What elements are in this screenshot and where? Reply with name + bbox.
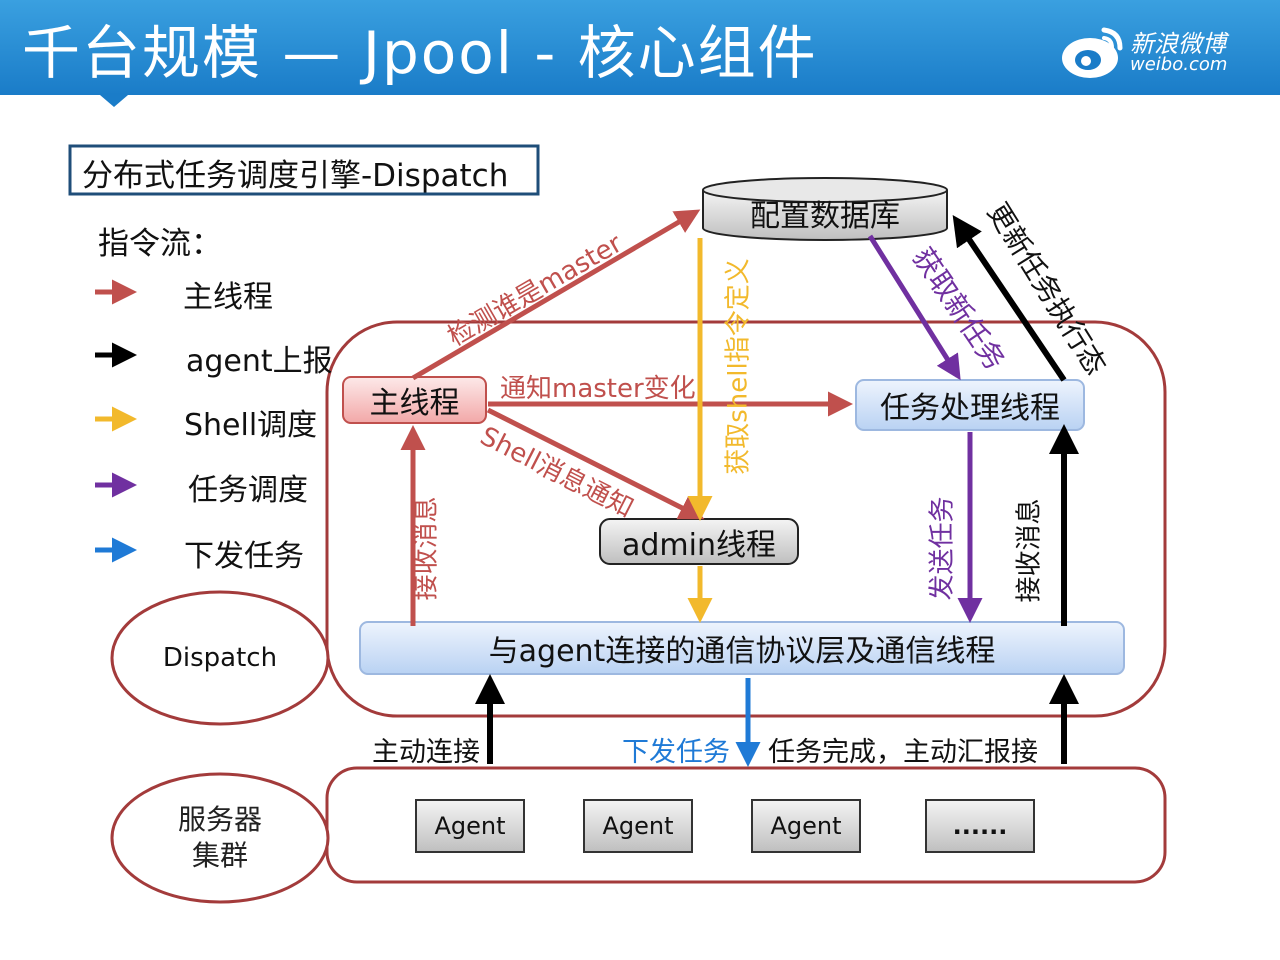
agent-label: Agent [602,812,674,840]
label-recv-left: 接收消息 [411,496,442,601]
label-recv-right: 接收消息 [1014,498,1045,603]
title-bar-notch [100,95,128,107]
label-get-shell: 获取shell指令定义 [723,258,754,475]
config-db-label: 配置数据库 [750,199,900,234]
cluster-ellipse [110,772,330,904]
label-send-task: 发送任务 [927,496,958,601]
arrow-update-status [952,215,1067,382]
agent-box [583,799,693,853]
agent-label: ...... [952,812,1008,840]
config-db-node [702,177,948,241]
arrow-shell-msg [486,407,705,520]
subtitle: 分布式任务调度引擎-Dispatch [82,158,509,194]
slide-title: 千台规模 — Jpool - 核心组件 [22,19,818,87]
task-thread-node [855,379,1085,431]
task-thread-label: 任务处理线程 [880,391,1060,426]
agent-box [415,799,525,853]
cluster-label: 服务器 集群 [177,803,262,872]
label-dispatch-task: 下发任务 [622,737,730,768]
admin-thread-label: admin线程 [622,527,776,563]
legend-label-agent: agent上报 [186,344,333,379]
label-notify-master: 通知master变化 [500,374,696,404]
legend-label-dispatch: 下发任务 [184,539,304,574]
legend-label-main: 主线程 [183,280,273,315]
label-task-done: 任务完成，主动汇报接 [768,737,1038,768]
agent-label: Agent [770,812,842,840]
comm-layer-label: 与agent连接的通信协议层及通信线程 [488,634,996,669]
arrow-get-task [867,234,961,381]
dispatch-ellipse [110,590,330,726]
dispatch-label: Dispatch [162,643,278,673]
arrow-detect-master [411,209,701,381]
subtitle-box [68,144,540,196]
agent-boxes [415,799,1035,853]
weibo-eye-icon [1062,27,1123,78]
agent-box [751,799,861,853]
main-thread-label: 主线程 [369,386,460,421]
legend-heading: 指令流： [98,226,222,262]
comm-layer-node [359,621,1125,675]
agent-box [925,799,1035,853]
logo-text-cn: 新浪微博 [1130,30,1226,58]
weibo-logo: 新浪微博 weibo.com [1058,22,1258,82]
legend-label-shell: Shell调度 [184,408,318,443]
agent-label: Agent [434,812,506,840]
legend-label-task: 任务调度 [188,473,308,508]
label-active-connect: 主动连接 [372,737,480,768]
logo-text-en: weibo.com [1130,54,1228,75]
